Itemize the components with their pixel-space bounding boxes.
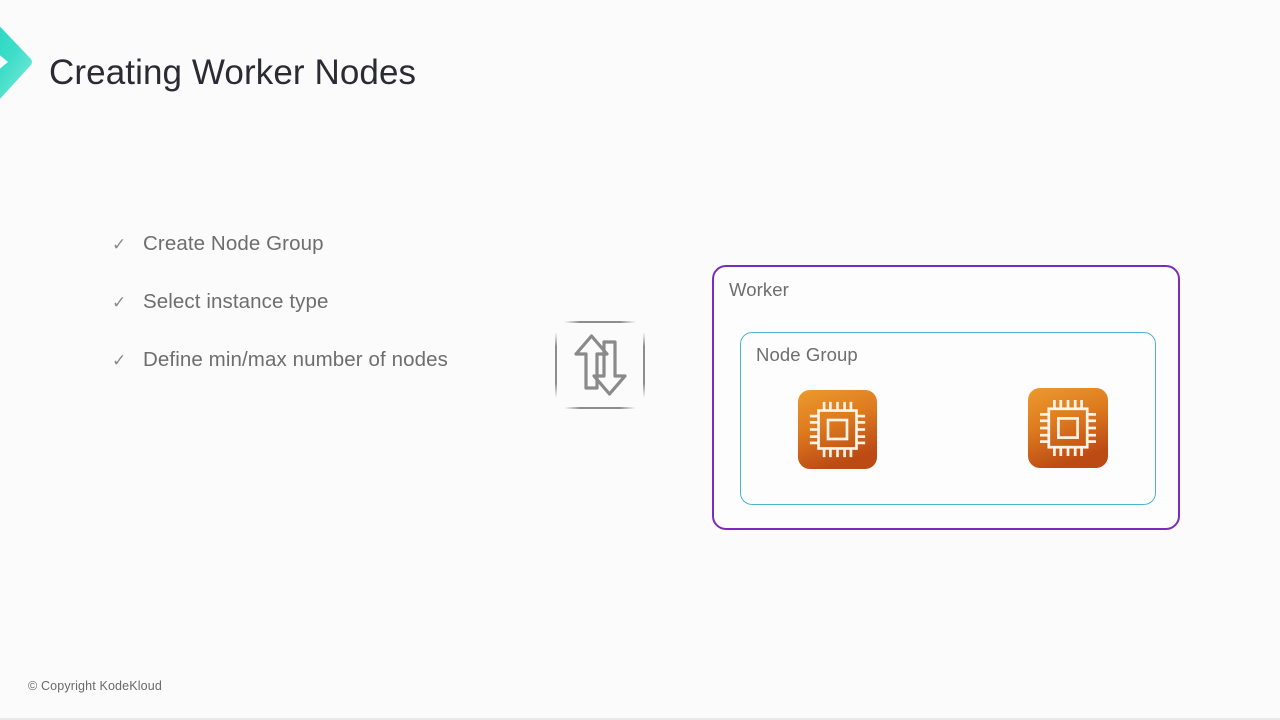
list-item: ✓ Create Node Group — [112, 232, 572, 290]
list-item: ✓ Select instance type — [112, 290, 572, 348]
bullet-list: ✓ Create Node Group ✓ Select instance ty… — [112, 232, 572, 406]
slide-bottom-edge — [0, 718, 1280, 720]
copyright-text: © Copyright KodeKloud — [28, 679, 162, 693]
node-group-container: Node Group — [740, 332, 1156, 505]
scale-up-down-icon — [552, 316, 648, 416]
list-item-label: Select instance type — [143, 290, 329, 313]
list-item: ✓ Define min/max number of nodes — [112, 348, 572, 406]
ec2-instance-icon — [1028, 388, 1108, 468]
check-icon: ✓ — [112, 235, 127, 254]
list-item-label: Define min/max number of nodes — [143, 348, 448, 371]
check-icon: ✓ — [112, 351, 127, 370]
node-group-label: Node Group — [756, 344, 858, 365]
worker-container: Worker Node Group — [712, 265, 1180, 530]
ec2-instance-icon — [798, 390, 877, 469]
worker-label: Worker — [729, 279, 789, 300]
check-icon: ✓ — [112, 293, 127, 312]
page-title: Creating Worker Nodes — [49, 53, 417, 92]
chevron-right-logo-icon — [0, 0, 48, 120]
list-item-label: Create Node Group — [143, 232, 324, 255]
